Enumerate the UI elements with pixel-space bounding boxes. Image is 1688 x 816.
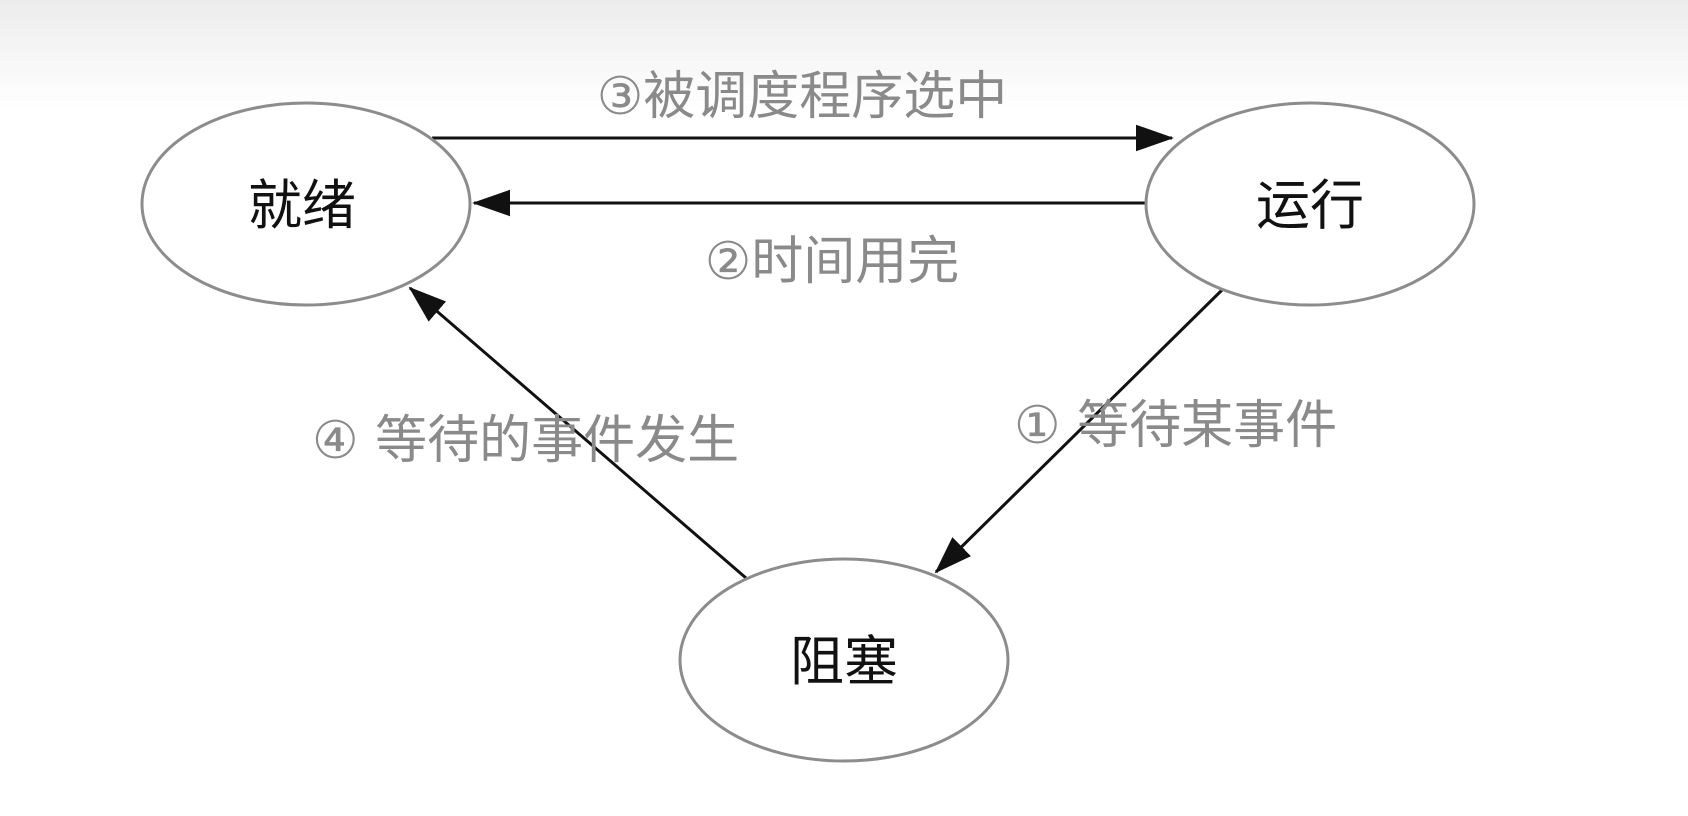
edge-label-running-to-ready: ②时间用完 — [705, 232, 960, 292]
edge-running-to-blocked — [934, 288, 1224, 574]
node-ready: 就绪 — [140, 101, 472, 307]
edge-label-ready-to-running: ③被调度程序选中 — [597, 67, 1008, 127]
edge-label-blocked-to-ready: ④ 等待的事件发生 — [312, 411, 739, 471]
edge-label-running-to-blocked: ① 等待某事件 — [1014, 396, 1337, 456]
edge-blocked-to-ready — [408, 286, 747, 580]
node-running: 运行 — [1144, 101, 1476, 307]
node-blocked: 阻塞 — [678, 557, 1010, 763]
node-running-label: 运行 — [1256, 174, 1364, 237]
node-blocked-label: 阻塞 — [790, 630, 898, 693]
node-ready-label: 就绪 — [248, 174, 356, 237]
